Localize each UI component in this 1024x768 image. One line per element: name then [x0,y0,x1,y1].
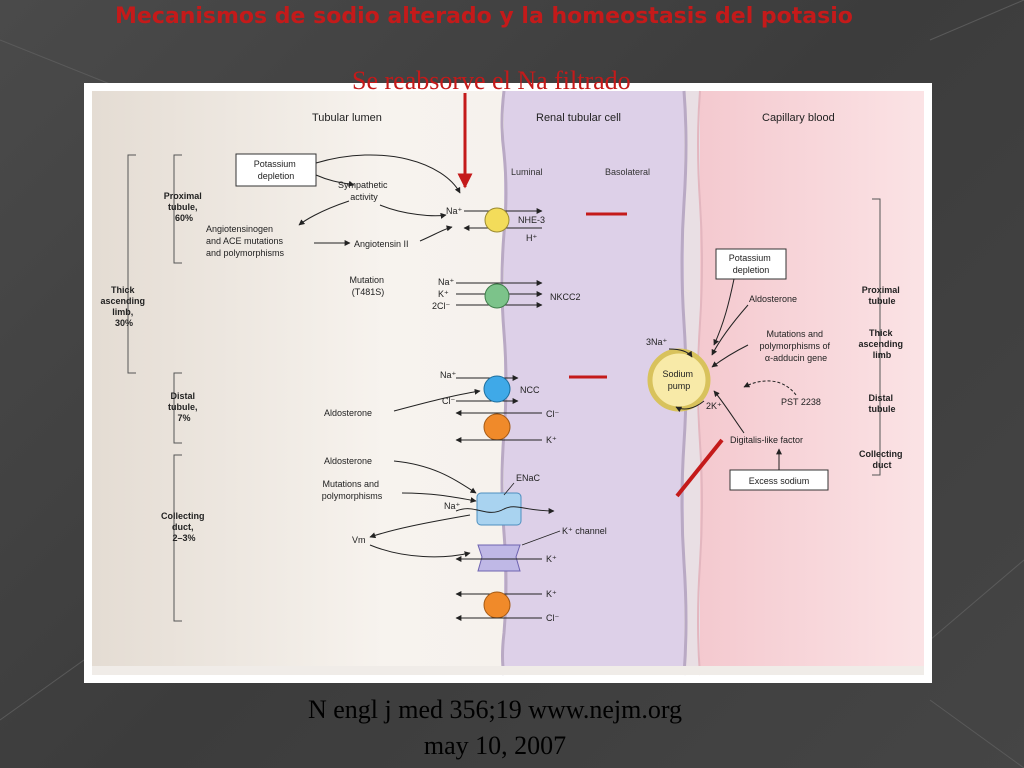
header-blood: Capillary blood [762,112,835,124]
arrow-symp-to-na [379,204,447,219]
label-aldosterone-blood: Aldosterone [749,294,797,304]
bracket-collecting [173,454,182,622]
ion-k-nkcc: K⁺ [438,289,449,299]
arrow-adducin-to-pump [711,344,749,368]
header-cell: Renal tubular cell [536,112,621,124]
bracket-right [872,198,881,476]
segment-proximal-left: Proximal tubule, 60% [164,191,205,223]
arrow-na-enac [455,506,555,514]
transporter-nkcc2 [484,283,510,309]
arrow-to-vm [369,514,471,539]
transporter-k-channel [477,544,521,572]
label-mutations-enac: Mutations and polymorphisms [322,479,383,501]
slide-title: Mecanismos de sodio alterado y la homeos… [115,4,853,29]
label-vm: Vm [352,535,366,545]
label-nkcc2: NKCC2 [550,292,581,302]
arrow-mut-to-enac [401,492,477,503]
label-angiotensinogen: Angiotensinogen and ACE mutations and po… [206,224,286,258]
arrow-symp-to-angiotensinogen [298,200,350,226]
ion-cl-out2: Cl⁻ [546,613,559,623]
arrow-kdep-to-na [315,154,461,194]
segment-collecting-right: Collecting duct [859,449,905,470]
transporter-ncc [483,375,511,403]
ion-cl-out1: Cl⁻ [546,409,559,419]
bracket-distal [173,372,182,444]
box-potassium-depletion-blood [715,248,787,280]
label-enac: ENaC [516,473,541,483]
label-nhe3: NHE-3 [518,215,545,225]
ion-na-nhe: Na⁺ [446,206,463,216]
label-basolateral: Basolateral [605,167,650,177]
bracket-proximal [173,154,182,264]
segment-proximal-right: Proximal tubule [862,285,903,306]
arrow-aldo-to-ncc [393,388,481,412]
label-excess-sodium: Excess sodium [749,476,810,486]
arrow-kdep-to-symp [315,174,355,187]
citation-line1: N engl j med 356;19 www.nejm.org [307,695,683,724]
citation-line2: may 10, 2007 [423,731,567,760]
ion-3na: 3Na⁺ [646,337,668,347]
arrow-angii-to-na [419,225,453,242]
renal-diagram: Tubular lumen Renal tubular cell Capilla… [92,90,924,676]
transporter-orange-2 [483,591,511,619]
ion-na-ncc: Na⁺ [440,370,457,380]
arrow-aldo-to-pump [711,304,749,356]
ion-cl-ncc: Cl⁻ [442,396,455,406]
arrow-2k [675,400,705,413]
label-sympathetic: Sympathetic activity [338,180,390,202]
segment-thick-left: Thick ascending limb, 30% [100,285,147,328]
box-potassium-depletion-lumen [235,153,317,187]
segment-distal-left: Distal tubule, 7% [168,391,200,423]
label-k-channel: K⁺ channel [562,526,607,536]
ion-k-out2: K⁺ [546,589,557,599]
blood-region [699,91,924,675]
leader-enac [503,482,515,496]
label-digitalis: Digitalis-like factor [730,435,803,445]
leader-k-channel [521,530,561,546]
label-ncc: NCC [520,385,540,395]
figure-bottom-border [92,666,924,675]
arrow-digitalis-to-pump [713,390,745,434]
ion-na-nkcc: Na⁺ [438,277,455,287]
bracket-thick [127,154,136,374]
ion-2k: 2K⁺ [706,401,722,411]
arrow-pst [743,380,797,396]
segment-thick-right: Thick ascending limb [858,328,905,360]
label-potassium-depletion-blood: Potassium depletion [729,253,774,275]
arrow-kdep-to-pump [713,278,735,346]
transporter-enac [476,492,522,526]
red-slash-digitalis [675,438,724,498]
segment-distal-right: Distal tubule [868,393,895,414]
transporter-orange-1 [483,413,511,441]
label-adducin: Mutations and polymorphisms of α-adducin… [759,329,832,363]
header-lumen: Tubular lumen [312,112,382,124]
label-aldosterone-enac: Aldosterone [324,456,372,466]
figure-image: Tubular lumen Renal tubular cell Capilla… [84,83,932,683]
ion-na-enac: Na⁺ [444,501,461,511]
ion-k-chan: K⁺ [546,554,557,564]
arrow-3na [668,348,693,358]
label-pst: PST 2238 [781,397,821,407]
segment-collecting-left: Collecting duct, 2–3% [161,511,207,543]
label-aldosterone-ncc: Aldosterone [324,408,372,418]
ion-h-nhe: H⁺ [526,233,537,243]
arrow-vm-to-k [369,544,471,558]
arrow-aldo-to-enac [393,460,477,494]
annotation-text: Se reabsorve el Na filtrado [352,66,631,95]
ion-k-out1: K⁺ [546,435,557,445]
label-luminal: Luminal [511,167,543,177]
label-mutation: Mutation (T481S) [349,275,386,297]
citation: N engl j med 356;19 www.nejm.org may 10,… [200,692,790,764]
transporter-nhe3 [484,207,510,233]
label-potassium-depletion-lumen: Potassium depletion [254,159,299,181]
label-sodium-pump: Sodium pump [662,369,695,391]
ion-cl-nkcc: 2Cl⁻ [432,301,451,311]
label-angiotensin-ii: Angiotensin II [354,239,409,249]
sodium-pump [647,348,711,412]
